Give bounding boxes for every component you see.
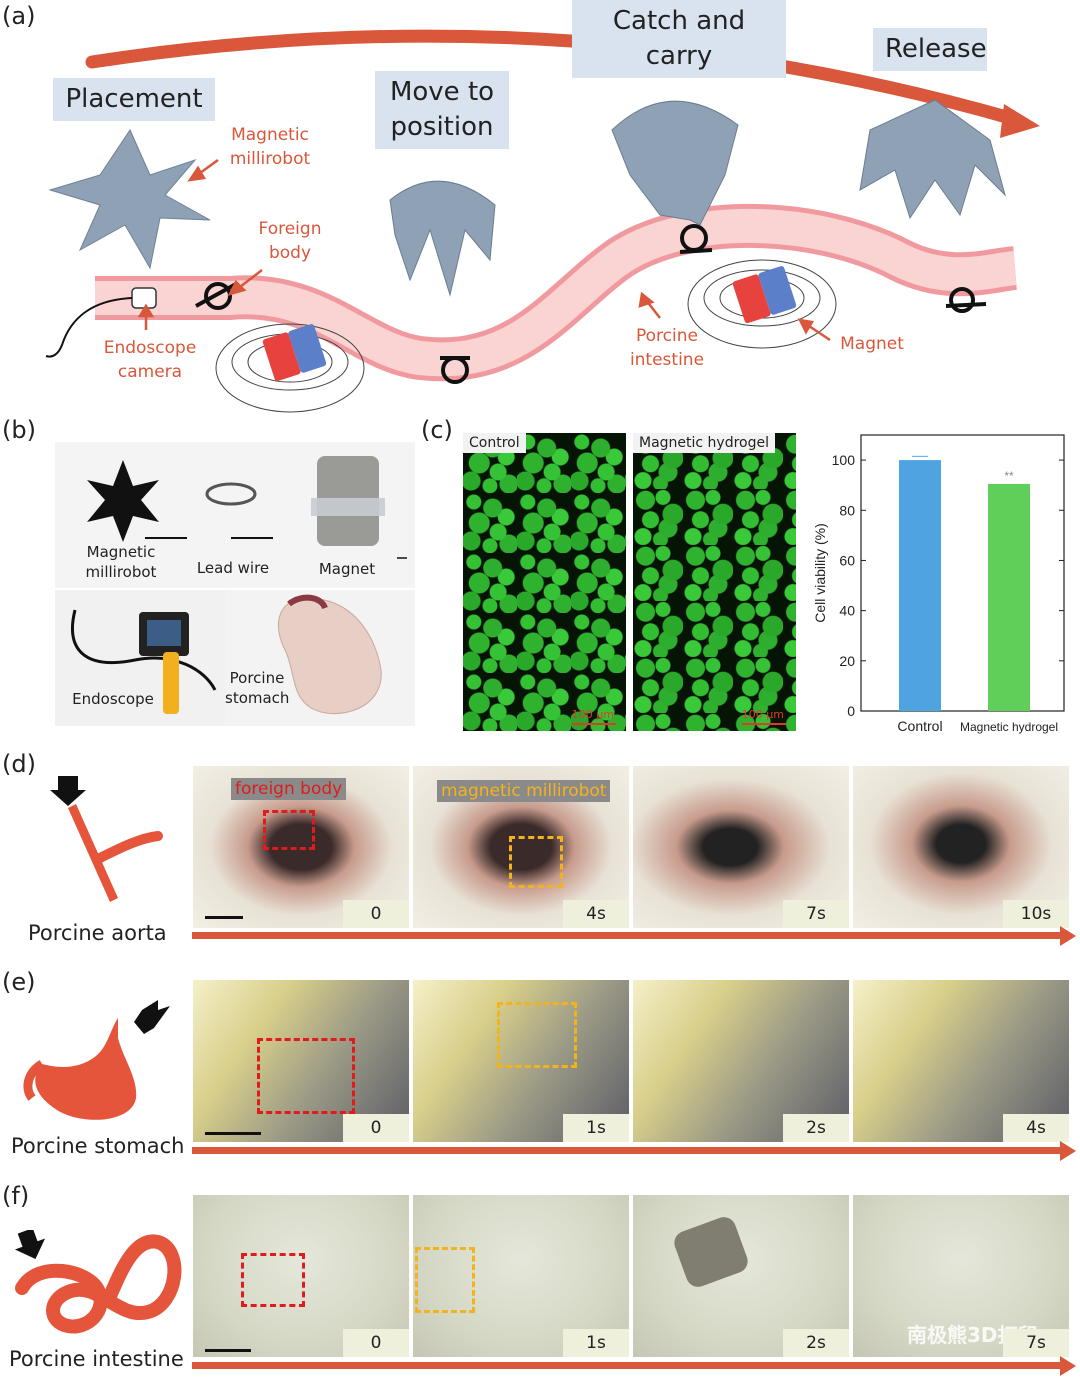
panel-letter-f: (f) (2, 1182, 30, 1210)
time-f-0: 0 (343, 1329, 409, 1357)
label-b-porcine-stomach: Porcine stomach (225, 669, 290, 708)
intestine-illustration (14, 1230, 182, 1334)
panel-letter-d: (d) (2, 750, 36, 778)
dashed-box-f-robot (415, 1247, 475, 1313)
label-b-millirobot: Magnetic millirobot (85, 543, 157, 582)
time-e-1: 1s (563, 1114, 629, 1142)
y-tick-label: 0 (847, 703, 855, 719)
photo-components: Magnetic millirobot Lead wire Magnet (55, 442, 415, 588)
frame-d-1: magnetic millirobot 4s (413, 766, 629, 928)
y-tick-label: 60 (839, 552, 855, 568)
label-endoscope-camera: Endoscope camera (103, 338, 197, 382)
dashed-box-f-foreign (241, 1253, 305, 1307)
label-magnet: Magnet (840, 334, 904, 354)
frame-f-1: 1s (413, 1195, 629, 1357)
time-d-3: 10s (1003, 900, 1069, 928)
scale-bar-control (572, 723, 616, 725)
label-magnetic-millirobot: Magnetic millirobot (229, 125, 311, 169)
scale-text-hydrogel: 100 μm (741, 708, 784, 721)
scale-bar-f (205, 1349, 251, 1352)
dashed-box-foreign-body (263, 810, 315, 850)
frame-d-3: 10s (853, 766, 1069, 928)
bar-1 (988, 483, 1030, 711)
dashed-box-e-foreign (257, 1038, 355, 1114)
panel-a-illustration (45, 29, 1040, 413)
frame-f-2: 2s (633, 1195, 849, 1357)
panel-letter-c: (c) (421, 416, 453, 444)
time-e-2: 2s (783, 1114, 849, 1142)
chart-plot-frame (860, 434, 1065, 712)
y-tick-label: 20 (839, 653, 855, 669)
dashed-box-e-robot (497, 1002, 577, 1068)
stomach-illustration (23, 1000, 170, 1120)
frame-e-2: 2s (633, 980, 849, 1142)
time-f-1: 1s (563, 1329, 629, 1357)
frame-f-3: 南极熊3D打印 7s (853, 1195, 1069, 1357)
panel-letter-b: (b) (2, 416, 36, 444)
time-f-3: 7s (1003, 1329, 1069, 1357)
tag-magnetic-millirobot: magnetic millirobot (437, 780, 611, 802)
micrograph-control: Control 100 μm (463, 433, 626, 731)
scale-bar-d (205, 916, 243, 919)
label-foreign-body: Foreign body (258, 219, 322, 263)
frame-e-0: 0 (193, 980, 409, 1142)
chart-y-axis: 0 20 40 60 80 100 (832, 452, 1064, 719)
organ-label-intestine: Porcine intestine (9, 1347, 184, 1371)
chart-category-label-hydrogel: Magnetic hydrogel (960, 720, 1058, 734)
time-f-2: 2s (783, 1329, 849, 1357)
timeline-arrow-d (192, 926, 1076, 946)
timeline-arrow-e (192, 1141, 1076, 1161)
frame-d-2: 7s (633, 766, 849, 928)
robot-carrying (671, 1213, 751, 1291)
frame-e-1: 1s (413, 980, 629, 1142)
organ-label-stomach: Porcine stomach (11, 1134, 185, 1158)
chart-y-axis-label: Cell viability (%) (812, 523, 828, 623)
y-tick-label: 80 (839, 502, 855, 518)
photo-endoscope: Endoscope (55, 590, 225, 726)
step-move-to-position: Move to position (375, 71, 509, 150)
bar-0 (899, 460, 941, 711)
organ-label-aorta: Porcine aorta (28, 921, 167, 945)
cell-viability-chart: 0 20 40 60 80 100 ** Cell viability (%) Contr… (812, 434, 1065, 734)
frame-e-3: 4s (853, 980, 1069, 1142)
panel-letter-e: (e) (2, 968, 36, 996)
time-d-0: 0 (343, 900, 409, 928)
y-tick-label: 40 (839, 603, 855, 619)
aorta-illustration (50, 776, 163, 902)
label-porcine-intestine: Porcine intestine (629, 326, 705, 370)
chart-bars: ** (899, 455, 1030, 711)
scale-bar-e (205, 1132, 261, 1135)
scale-text-control: 100 μm (571, 708, 614, 721)
timeline-arrow-f (192, 1356, 1076, 1376)
step-placement: Placement (53, 78, 215, 122)
chart-category-label-control: Control (897, 718, 942, 734)
step-catch-and-carry: Catch and carry (572, 0, 786, 79)
tag-foreign-body: foreign body (231, 778, 347, 800)
significance-marker: ** (1004, 469, 1014, 483)
micro-tag-hydrogel: Magnetic hydrogel (633, 433, 776, 453)
label-b-lead-wire: Lead wire (196, 559, 270, 577)
micrograph-hydrogel: Magnetic hydrogel 100 μm (633, 433, 796, 731)
micro-tag-control: Control (463, 433, 526, 453)
frame-d-0: foreign body 0 (193, 766, 409, 928)
time-e-0: 0 (343, 1114, 409, 1142)
frame-f-0: 0 (193, 1195, 409, 1357)
panel-letter-a: (a) (2, 2, 36, 30)
step-release: Release (873, 28, 987, 72)
y-tick-label: 100 (832, 452, 856, 468)
time-d-2: 7s (783, 900, 849, 928)
label-b-endoscope: Endoscope (72, 690, 154, 708)
scale-bar-hydrogel (742, 723, 786, 725)
label-b-magnet: Magnet (318, 560, 376, 578)
time-d-1: 4s (563, 900, 629, 928)
time-e-3: 4s (1003, 1114, 1069, 1142)
photo-porcine-stomach: Porcine stomach (225, 590, 415, 726)
dashed-box-millirobot (509, 836, 563, 888)
